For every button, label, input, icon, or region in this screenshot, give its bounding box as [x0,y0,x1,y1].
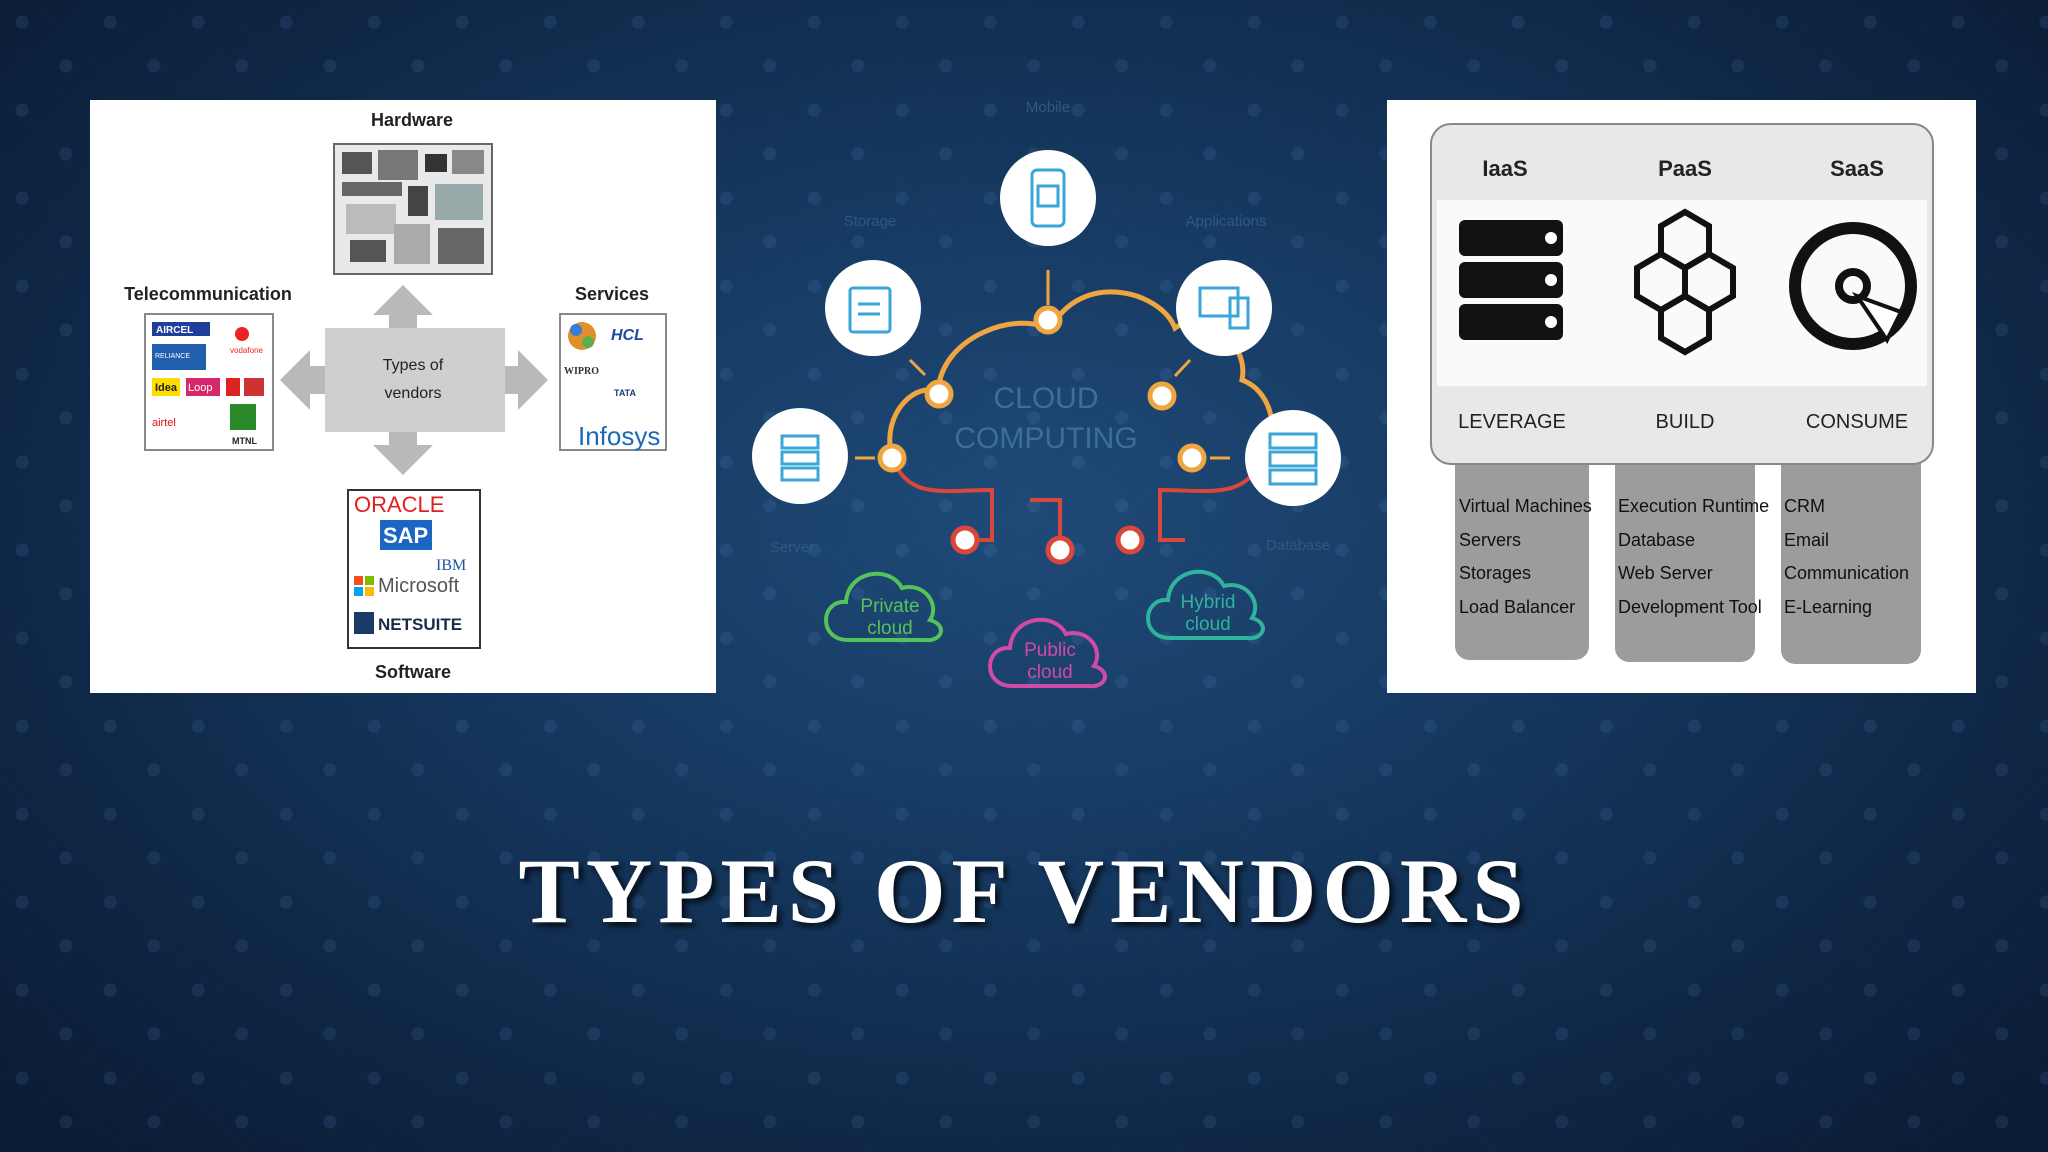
vodafone-logo: vodafone [230,346,263,355]
saas-item: Email [1784,530,1829,550]
hardware-label: Hardware [371,110,453,130]
netsuite-logo: NETSUITE [378,615,462,634]
iaas-item: Virtual Machines [1459,496,1592,516]
sap-logo: SAP [383,523,428,548]
services-logos: HCL WIPRO TATA Infosys [560,314,666,451]
iaas-item: Servers [1459,530,1521,550]
saas-item: E-Learning [1784,597,1872,617]
hybrid-cloud-icon: Hybrid cloud [1148,572,1263,638]
vendor-types-diagram: Types of vendors Hardware Telecommunicat… [90,100,716,693]
circuit-nodes [953,528,1142,562]
consume-label: CONSUME [1806,411,1908,433]
software-label: Software [375,662,451,682]
reliance-logo: RELIANCE [155,353,190,360]
paas-item: Database [1618,530,1695,550]
telecom-label: Telecommunication [124,284,292,304]
hybrid-cloud-label-1: Hybrid [1181,592,1236,613]
service-models-svg: IaaS PaaS SaaS LEVERAGE BUILD CONSUME Vi… [1387,100,1976,693]
cloud-label-1: CLOUD [993,382,1098,415]
mobile-label: Mobile [1026,99,1070,116]
saas-item: CRM [1784,496,1825,516]
services-label: Services [575,284,649,304]
server-icon [752,408,848,504]
server-label: Server [770,539,814,556]
tata-logo: TATA [614,388,636,398]
cross-arrows [280,285,548,475]
private-cloud-icon: Private cloud [826,574,941,640]
hardware-image [334,144,492,274]
public-cloud-icon: Public cloud [990,620,1105,686]
aircel-logo: AIRCEL [156,325,193,336]
cloud-computing-svg: CLOUD COMPUTING Mobile Stora [730,90,1350,710]
applications-label: Applications [1186,213,1267,230]
saas-item: Communication [1784,563,1909,583]
center-label-1: Types of [383,357,444,374]
storage-label: Storage [844,213,897,230]
storage-icon [825,260,921,356]
applications-icon [1176,260,1272,356]
software-logos: ORACLE SAP IBM Microsoft NETSUITE [348,490,480,648]
cloud-label-2: COMPUTING [954,422,1137,455]
iaas-item: Storages [1459,563,1531,583]
private-cloud-label-2: cloud [867,618,912,639]
hybrid-cloud-label-2: cloud [1185,614,1230,635]
database-label: Database [1266,537,1330,554]
loop-logo: Loop [188,382,212,394]
airtel-logo: airtel [152,417,176,429]
mobile-icon [1000,150,1096,246]
paas-item: Execution Runtime [1618,496,1769,516]
iaas-heading: IaaS [1482,156,1527,181]
oracle-logo: ORACLE [354,492,444,517]
database-icon [1245,410,1341,506]
leverage-label: LEVERAGE [1458,411,1566,433]
paas-item: Development Tool [1618,597,1762,617]
service-models-diagram: IaaS PaaS SaaS LEVERAGE BUILD CONSUME Vi… [1387,100,1976,693]
hcl-logo: HCL [611,327,644,344]
slide-title: TYPES OF VENDORS [0,838,2048,944]
cloud-computing-diagram: CLOUD COMPUTING Mobile Stora [730,90,1350,710]
build-label: BUILD [1656,411,1715,433]
vendor-types-svg: Types of vendors Hardware Telecommunicat… [90,100,716,693]
saas-heading: SaaS [1830,156,1884,181]
circuit-left [892,458,992,540]
paas-item: Web Server [1618,563,1713,583]
iaas-item: Load Balancer [1459,597,1575,617]
infosys-logo: Infosys [578,421,660,451]
idea-logo: Idea [155,382,178,394]
wipro-logo: WIPRO [564,366,599,377]
paas-heading: PaaS [1658,156,1712,181]
telecom-logos: AIRCEL RELIANCE vodafone Idea Loop airte… [145,314,273,450]
center-label-2: vendors [385,385,442,402]
server-stack-icon [1459,220,1563,340]
public-cloud-label-1: Public [1024,640,1076,661]
ibm-logo: IBM [436,557,466,574]
microsoft-logo: Microsoft [378,575,460,597]
mtnl-logo: MTNL [232,436,257,446]
public-cloud-label-2: cloud [1027,662,1072,683]
private-cloud-label-1: Private [860,596,919,617]
